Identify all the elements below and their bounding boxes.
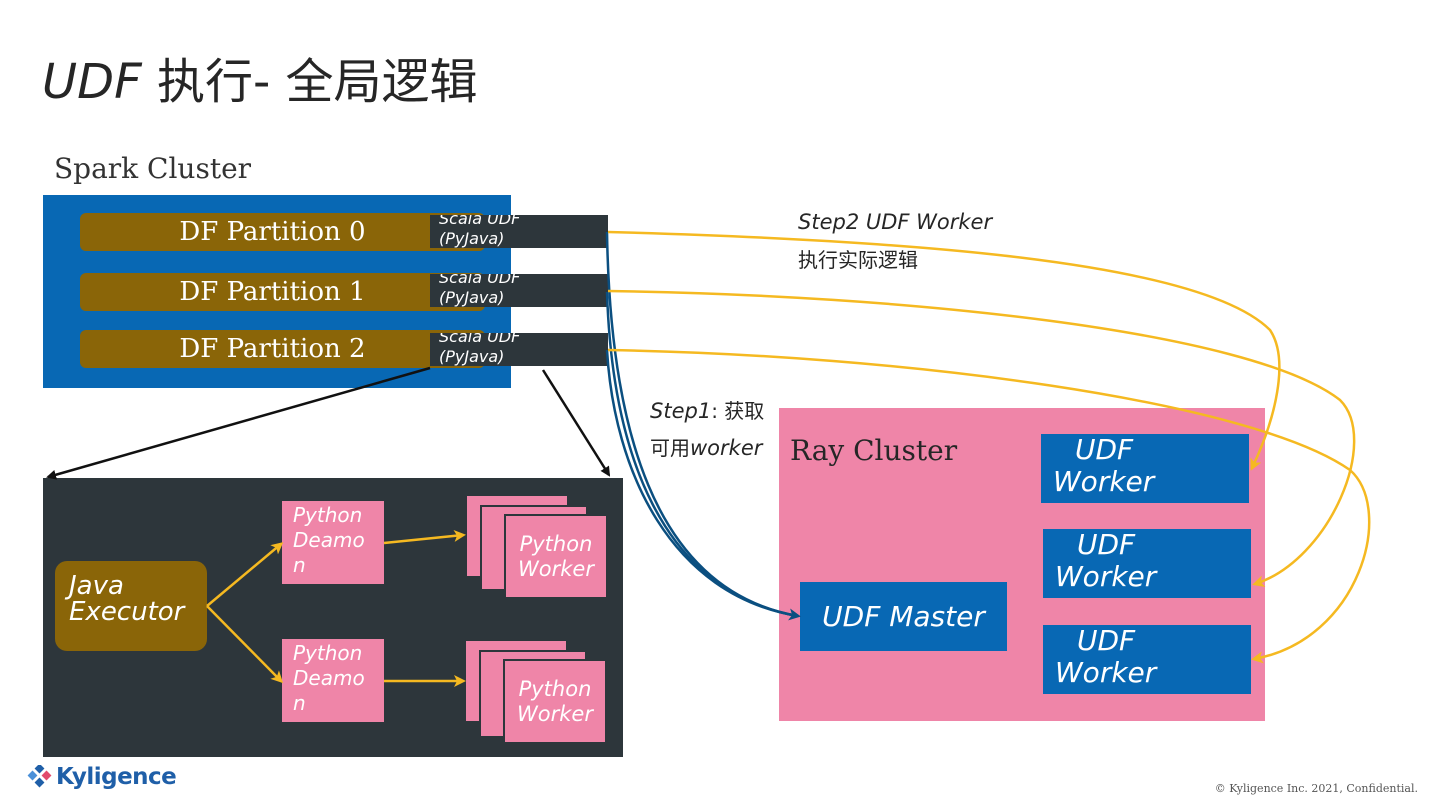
udf-worker-0: UDF Worker	[1041, 434, 1249, 503]
title-rest: 执行- 全局逻辑	[141, 54, 478, 110]
copyright-notice: © Kyligence Inc. 2021, Confidential.	[1214, 782, 1418, 795]
step2-line2: 执行实际逻辑	[798, 248, 918, 272]
python-daemon-line3: n	[293, 553, 306, 577]
java-to-daemon-top-arrow	[206, 542, 284, 607]
udf-worker-1: UDF Worker	[1043, 529, 1251, 598]
daemon-to-worker-top-arrow	[383, 529, 466, 545]
step2-line1: Step2 UDF Worker	[798, 210, 993, 234]
udf-worker-line2: Worker	[1053, 465, 1155, 498]
python-worker-line1: Python	[519, 531, 593, 556]
udf-worker-2: UDF Worker	[1043, 625, 1251, 694]
python-worker-line2: Worker	[518, 556, 594, 581]
udf-worker-line2: Worker	[1055, 656, 1157, 689]
scala-udf-chip-line1: Scala UDF	[439, 274, 521, 287]
python-daemon-line2: Deamo	[293, 666, 365, 690]
scala-udf-chip-1: Scala UDF (PyJava)	[430, 274, 608, 307]
udf-worker-line2: Worker	[1055, 560, 1157, 593]
kyligence-logo-icon	[27, 765, 52, 788]
java-to-daemon-bottom-arrow	[206, 605, 284, 684]
scala-udf-chip-line1: Scala UDF	[439, 333, 521, 346]
zoom-arrow-left	[46, 366, 431, 480]
python-daemon-line3: n	[293, 691, 306, 715]
df-partition-0: DF Partition 0	[80, 213, 485, 251]
udf-worker-line1: UDF	[1077, 528, 1136, 561]
step1-suffix: worker	[690, 436, 763, 460]
step1-cn2: 可用	[650, 436, 690, 460]
step1-cn1: : 获取	[711, 399, 765, 423]
python-daemon-line1: Python	[293, 503, 363, 527]
step1-prefix: Step1	[650, 399, 712, 423]
scala-udf-chip-line1: Scala UDF	[439, 215, 521, 228]
python-worker-0: Python Worker	[504, 514, 608, 599]
udf-to-worker-curve-2	[607, 348, 1371, 664]
spark-cluster-label: Spark Cluster	[54, 152, 252, 185]
title-prefix: UDF	[42, 54, 142, 110]
java-executor-line2: Executor	[69, 597, 185, 627]
python-worker-1: Python Worker	[503, 659, 607, 744]
python-daemon-1: Python Deamo n	[282, 639, 384, 722]
udf-worker-line1: UDF	[1075, 433, 1134, 466]
udf-to-worker-curve-0	[607, 230, 1281, 471]
df-partition-2: DF Partition 2	[80, 330, 485, 368]
udf-to-master-curve-0	[605, 231, 801, 621]
udf-worker-line1: UDF	[1077, 624, 1136, 657]
python-daemon-0: Python Deamo n	[282, 501, 384, 584]
udf-master-box: UDF Master	[800, 582, 1007, 651]
python-daemon-line1: Python	[293, 641, 363, 665]
scala-udf-chip-line2: (PyJava)	[439, 229, 505, 248]
python-worker-line2: Worker	[517, 701, 593, 726]
python-worker-line1: Python	[518, 676, 592, 701]
scala-udf-chip-2: Scala UDF (PyJava)	[430, 333, 608, 366]
scala-udf-chip-line2: (PyJava)	[439, 288, 505, 307]
page-title: UDF 执行- 全局逻辑	[42, 52, 478, 112]
kyligence-logo-text: Kyligence	[56, 764, 177, 790]
udf-to-master-curve-2	[605, 349, 799, 618]
step2-label: Step2 UDF Worker 执行实际逻辑	[798, 210, 992, 273]
scala-udf-chip-0: Scala UDF (PyJava)	[430, 215, 608, 248]
zoom-arrow-right	[541, 369, 611, 477]
java-executor-line1: Java	[69, 571, 124, 601]
python-daemon-line2: Deamo	[293, 528, 365, 552]
java-executor-box: Java Executor	[55, 561, 207, 651]
scala-udf-chip-line2: (PyJava)	[439, 347, 505, 366]
ray-cluster-label: Ray Cluster	[790, 434, 958, 467]
df-partition-1: DF Partition 1	[80, 273, 485, 311]
udf-to-worker-curve-1	[607, 289, 1356, 587]
step1-label: Step1: 获取 可用worker	[650, 395, 764, 461]
